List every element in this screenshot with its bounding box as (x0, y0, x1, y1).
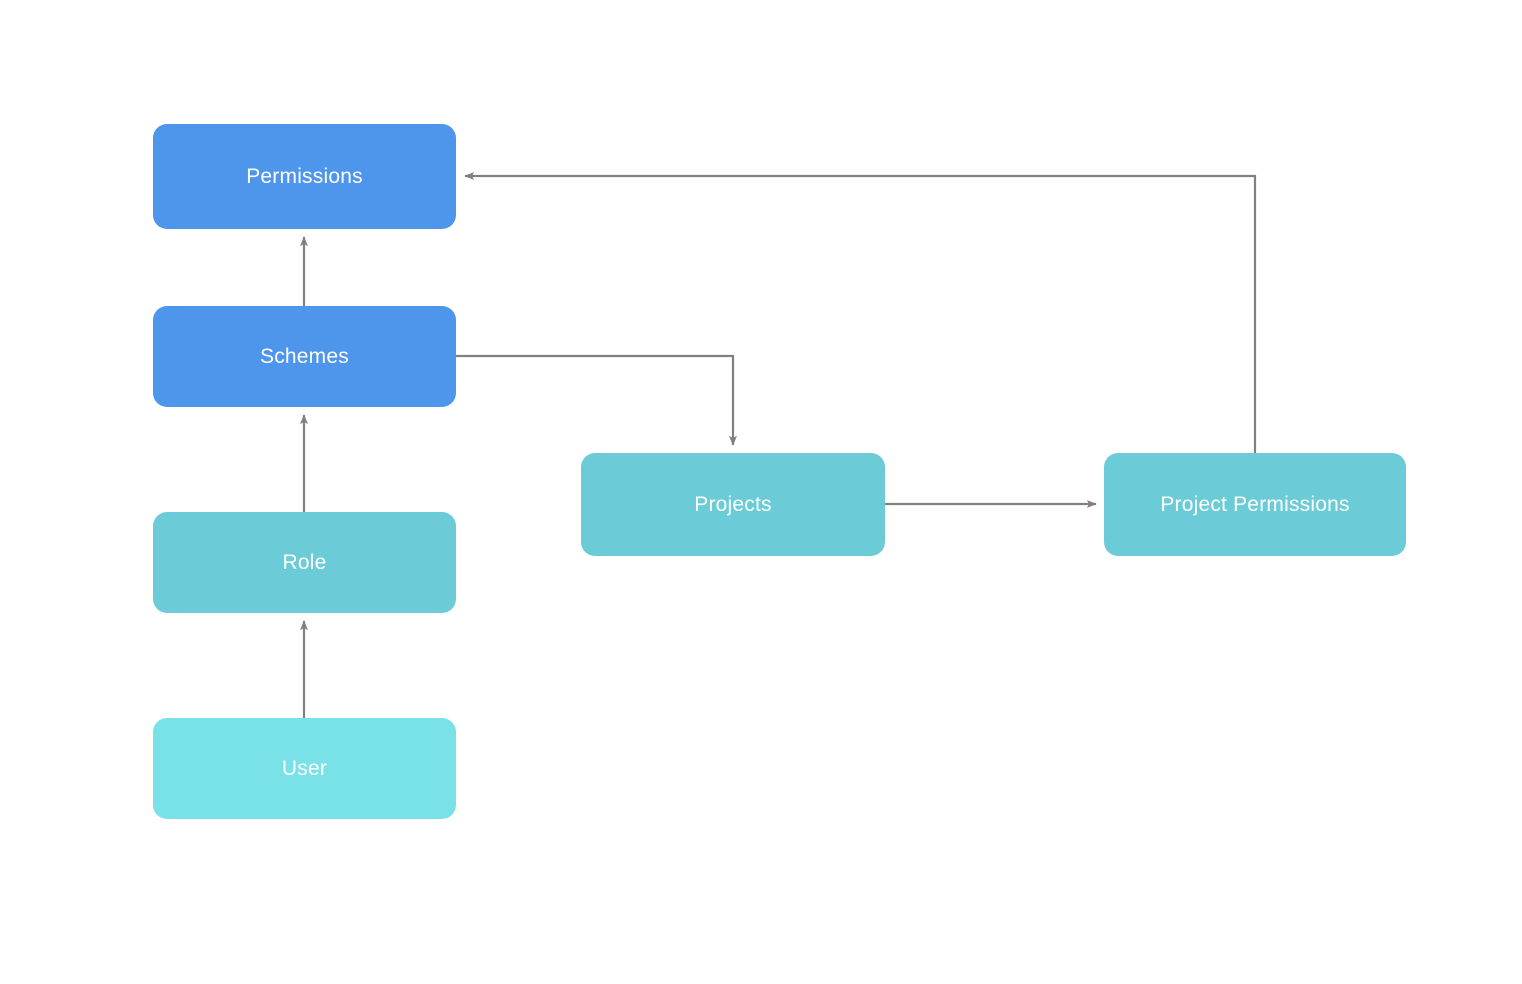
node-permissions[interactable]: Permissions (153, 124, 456, 229)
node-schemes-label: Schemes (260, 344, 349, 368)
node-schemes[interactable]: Schemes (153, 306, 456, 407)
node-role-label: Role (282, 550, 327, 574)
node-projects[interactable]: Projects (581, 453, 885, 556)
node-role[interactable]: Role (153, 512, 456, 613)
node-projects-label: Projects (694, 492, 772, 516)
node-permissions-label: Permissions (246, 164, 363, 188)
edge-project-permissions-to-permissions (464, 172, 1257, 453)
edge-schemes-to-projects (456, 354, 737, 446)
node-project-permissions[interactable]: Project Permissions (1104, 453, 1406, 556)
node-project-permissions-label: Project Permissions (1160, 492, 1350, 516)
node-user-label: User (281, 756, 328, 780)
node-user[interactable]: User (153, 718, 456, 819)
